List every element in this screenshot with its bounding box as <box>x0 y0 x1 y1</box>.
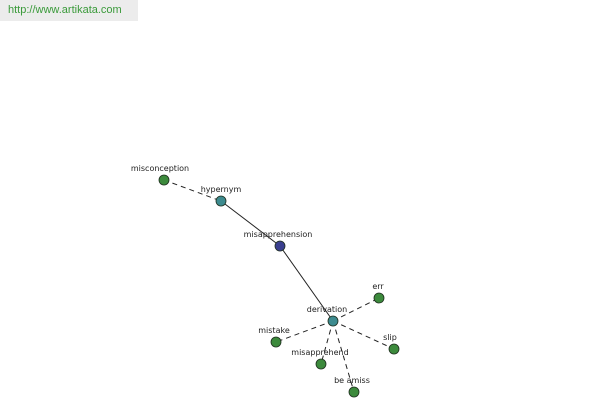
edge-hypernym-misapprehension <box>220 200 281 247</box>
node-label: be amiss <box>334 376 370 385</box>
node-label: mistake <box>258 326 290 335</box>
node-label: misapprehension <box>244 230 313 239</box>
node-circle[interactable] <box>388 343 400 355</box>
node-derivation[interactable]: derivation <box>307 305 347 327</box>
node-label: misapprehend <box>291 348 348 357</box>
node-circle[interactable] <box>348 386 360 398</box>
node-misapprehend[interactable]: misapprehend <box>291 348 349 370</box>
header-bar: http://www.artikata.com <box>0 0 138 21</box>
node-circle[interactable] <box>274 240 286 252</box>
edge-misapprehension-derivation <box>279 245 334 322</box>
node-mistake[interactable]: mistake <box>258 326 290 348</box>
node-err[interactable]: err <box>372 282 385 304</box>
node-circle[interactable] <box>373 292 385 304</box>
node-misconception[interactable]: misconception <box>131 164 189 186</box>
node-circle[interactable] <box>270 336 282 348</box>
node-hypernym[interactable]: hypernym <box>201 185 242 207</box>
node-circle[interactable] <box>327 315 339 327</box>
node-be-amiss[interactable]: be amiss <box>334 376 370 398</box>
edge-misconception-hypernym <box>163 179 222 202</box>
node-circle[interactable] <box>215 195 227 207</box>
node-label: misconception <box>131 164 189 173</box>
site-link[interactable]: http://www.artikata.com <box>8 4 122 16</box>
graph-nodes: misconception hypernym misapprehension deri… <box>131 164 400 398</box>
edge-derivation-mistake <box>275 320 334 343</box>
node-circle[interactable] <box>315 358 327 370</box>
node-slip[interactable]: slip <box>383 333 400 355</box>
edge-derivation-misapprehend <box>320 320 334 365</box>
node-label: err <box>372 282 384 291</box>
node-circle[interactable] <box>158 174 170 186</box>
node-label: hypernym <box>201 185 242 194</box>
graph-edges <box>163 179 395 393</box>
node-label: slip <box>383 333 397 342</box>
edge-derivation-be_amiss <box>332 320 355 393</box>
edge-derivation-slip <box>332 320 395 350</box>
node-label: derivation <box>307 305 347 314</box>
node-misapprehension[interactable]: misapprehension <box>244 230 313 252</box>
